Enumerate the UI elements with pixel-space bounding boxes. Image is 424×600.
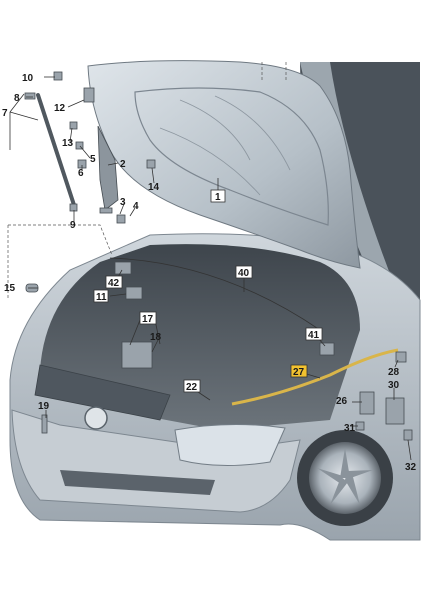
seal-strip — [109, 257, 321, 331]
front-grille — [34, 364, 171, 421]
callout-3: 3 — [120, 197, 126, 208]
callout-labels: 10 8 7 12 13 5 6 2 14 3 4 9 1 15 40 42 1… — [2, 73, 417, 473]
callout-4: 4 — [133, 201, 139, 212]
callout-11: 11 — [96, 292, 107, 303]
callout-2: 2 — [120, 159, 126, 170]
callout-8: 8 — [14, 93, 20, 104]
bonnet — [87, 60, 361, 269]
gas-strut — [36, 93, 76, 207]
headlight — [174, 423, 286, 467]
callout-42: 42 — [108, 278, 120, 289]
callout-27-highlight — [290, 364, 308, 378]
callout-18: 18 — [150, 332, 162, 343]
callout-1: 1 — [215, 192, 221, 203]
callout-12: 12 — [54, 103, 66, 114]
callout-14: 14 — [148, 182, 160, 193]
vw-badge — [84, 406, 108, 430]
callout-19: 19 — [38, 401, 50, 412]
callout-10: 10 — [22, 73, 34, 84]
callout-28: 28 — [388, 367, 400, 378]
release-cable — [231, 348, 399, 406]
callout-41: 41 — [308, 330, 320, 341]
bonnet-inner-panel — [134, 87, 329, 226]
callout-5: 5 — [90, 154, 96, 165]
small-parts — [24, 71, 413, 441]
callout-26: 26 — [336, 396, 348, 407]
callout-13: 13 — [62, 138, 74, 149]
callout-32: 32 — [405, 462, 417, 473]
callout-6: 6 — [78, 168, 84, 179]
callout-15: 15 — [4, 283, 16, 294]
callout-27: 27 — [293, 367, 305, 378]
callout-9: 9 — [70, 220, 76, 231]
wheel-spokes — [317, 448, 373, 505]
callout-30: 30 — [388, 380, 400, 391]
callout-22: 22 — [186, 382, 198, 393]
lower-grille — [60, 470, 215, 495]
callout-7: 7 — [2, 108, 8, 119]
bonnet-inner-ribs — [159, 95, 291, 196]
callout-40: 40 — [238, 268, 250, 279]
hinge — [97, 125, 119, 211]
callout-17: 17 — [142, 314, 154, 325]
callout-31: 31 — [344, 423, 356, 434]
